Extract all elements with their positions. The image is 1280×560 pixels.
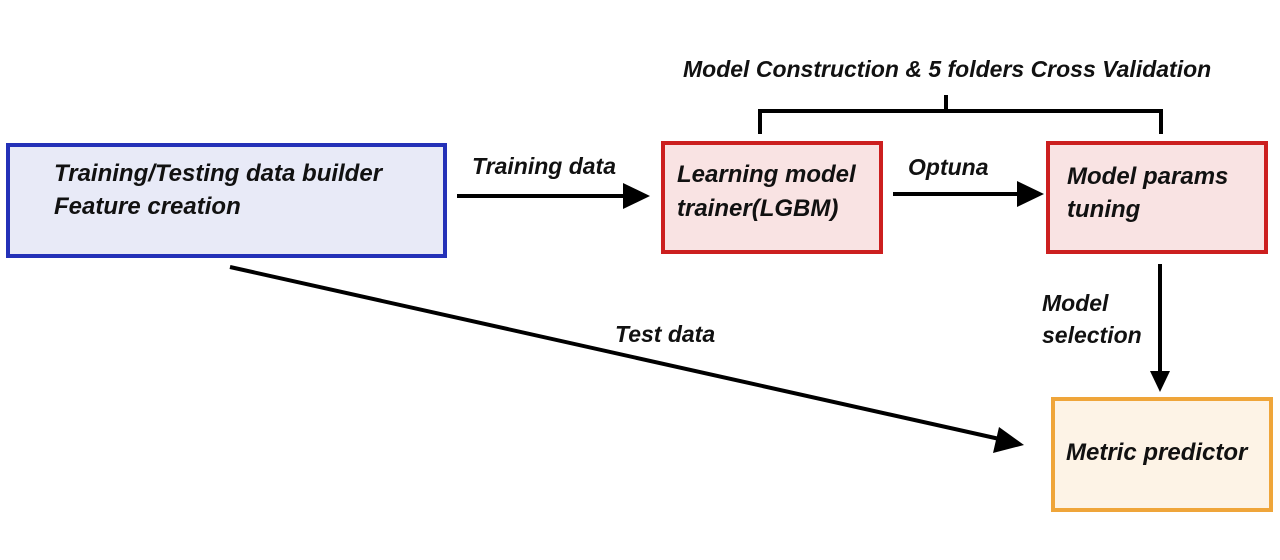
model-selection-label-line2: selection [1042, 322, 1142, 348]
test-data-arrow-head [993, 427, 1024, 453]
test-data-label: Test data [615, 321, 716, 347]
model-trainer-line1: Learning model [677, 161, 856, 188]
params-tuning-line1: Model params [1067, 163, 1229, 190]
cross-validation-bracket [758, 95, 1163, 134]
optuna-label: Optuna [908, 154, 989, 180]
bracket-label: Model Construction & 5 folders Cross Val… [683, 56, 1212, 82]
data-builder-line1: Training/Testing data builder [54, 160, 383, 187]
training-data-label: Training data [472, 153, 616, 179]
test-data-arrow-line [229, 265, 1005, 442]
optuna-arrow-head [1017, 181, 1044, 207]
model-trainer-box [661, 141, 883, 254]
model-selection-label-line1: Model [1042, 290, 1109, 316]
metric-predictor-box [1051, 397, 1273, 512]
data-builder-line2: Feature creation [54, 193, 241, 220]
params-tuning-line2: tuning [1067, 196, 1141, 223]
params-tuning-box [1046, 141, 1268, 254]
model-trainer-line2: trainer(LGBM) [677, 195, 839, 222]
data-builder-box [6, 143, 447, 258]
metric-predictor-label: Metric predictor [1066, 439, 1248, 466]
model-selection-arrow-head [1150, 371, 1170, 392]
training-data-arrow-head [623, 183, 650, 209]
